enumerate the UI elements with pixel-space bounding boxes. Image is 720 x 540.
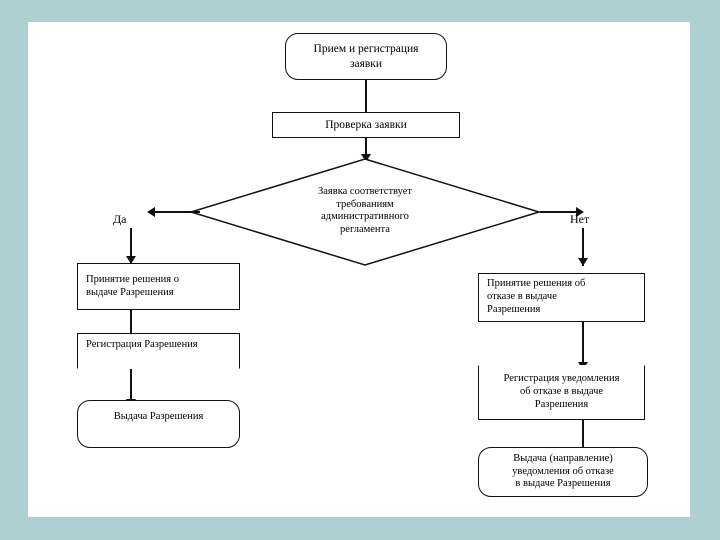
arrow-down-icon-no-refuse bbox=[578, 258, 588, 266]
connector-grant-register-to-issue bbox=[130, 369, 132, 407]
branch-label-no: Нет bbox=[570, 212, 590, 226]
node-grant-register[interactable]: Регистрация Разрешения bbox=[77, 333, 240, 369]
connector-intake-to-check bbox=[365, 80, 367, 126]
arrow-down-icon-check-decision bbox=[361, 154, 371, 162]
arrow-down-icon-yes-grant bbox=[126, 256, 136, 264]
connector-yes-to-grant-decision bbox=[130, 228, 132, 264]
connector-no-to-refuse-decision bbox=[582, 228, 584, 266]
node-decision-label: Заявка соответствует требованиям админис… bbox=[317, 186, 413, 235]
connector-decision-no bbox=[540, 211, 580, 213]
node-check-application[interactable]: Проверка заявки bbox=[272, 112, 460, 138]
branch-label-yes: Да bbox=[113, 212, 127, 226]
connector-decision-yes bbox=[154, 211, 200, 213]
slide-canvas: Прием и регистрация заявки Проверка заяв… bbox=[28, 22, 690, 517]
node-intake[interactable]: Прием и регистрация заявки bbox=[285, 33, 447, 80]
node-refuse-decision[interactable]: Принятие решения об отказе в выдаче Разр… bbox=[478, 273, 645, 322]
node-refuse-issue[interactable]: Выдача (направление) уведомления об отка… bbox=[478, 447, 648, 497]
diamond-shape-icon bbox=[188, 158, 542, 266]
arrow-right-icon-no bbox=[576, 207, 584, 217]
connector-check-to-decision bbox=[365, 138, 367, 162]
node-grant-issue[interactable]: Выдача Разрешения bbox=[77, 400, 240, 448]
connector-refuse-register-to-issue bbox=[582, 420, 584, 460]
arrow-left-icon-yes bbox=[147, 207, 155, 217]
connector-refuse-decision-to-register bbox=[582, 322, 584, 370]
node-grant-decision[interactable]: Принятие решения о выдаче Разрешения bbox=[77, 263, 240, 310]
node-decision-diamond[interactable]: Заявка соответствует требованиям админис… bbox=[188, 158, 542, 266]
node-refuse-register[interactable]: Регистрация уведомления об отказе в выда… bbox=[478, 365, 645, 420]
connector-grant-decision-to-register bbox=[130, 310, 132, 354]
